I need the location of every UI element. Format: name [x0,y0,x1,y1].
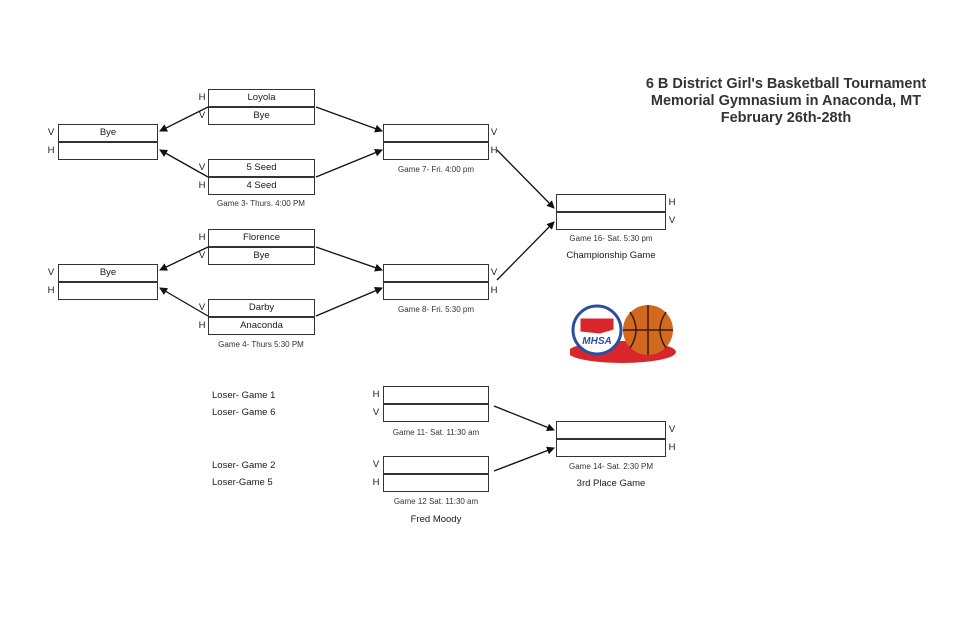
side-home-label: H [372,477,380,488]
side-visitor-label: V [47,267,55,278]
game-14-caption: Game 14- Sat. 2:30 PM [568,462,654,471]
title-line-2: Memorial Gymnasium in Anaconda, MT [650,93,922,109]
side-home-label: H [198,320,206,331]
team-slot-empty [556,421,666,439]
side-visitor-label: V [198,250,206,261]
connector-line [496,149,555,209]
side-visitor-label: V [372,459,380,470]
team-slot-empty [383,264,489,282]
team-slot-empty [556,194,666,212]
team-slot-anaconda: Anaconda [208,317,315,335]
team-slot-empty [58,142,158,160]
team-slot-empty [383,142,489,160]
side-home-label: H [490,285,498,296]
side-visitor-label: V [668,215,676,226]
tournament-title: 6 B District Girl's Basketball Tournamen… [600,76,968,127]
connector-line [159,106,209,132]
connector-line [493,405,555,432]
side-visitor-label: V [47,127,55,138]
side-visitor-label: V [490,267,498,278]
side-visitor-label: V [198,110,206,121]
connector-line [159,149,209,178]
game-4-caption: Game 4- Thurs 5:30 PM [218,340,304,349]
side-home-label: H [372,389,380,400]
side-home-label: H [198,180,206,191]
team-slot-bye-2: Bye [208,107,315,125]
side-visitor-label: V [372,407,380,418]
game-12-caption: Game 12 Sat. 11:30 am [393,497,479,506]
loser-game-2-label: Loser- Game 2 [212,460,276,471]
team-slot-bye-4: Bye [208,247,315,265]
basketball-seams [623,305,673,355]
title-line-3: February 26th-28th [720,110,852,126]
game-16-caption: Game 16- Sat. 5:30 pm [569,234,653,243]
connector-line [159,287,209,317]
team-slot-empty [383,386,489,404]
team-slot-empty [556,212,666,230]
side-visitor-label: V [198,162,206,173]
team-slot-4-seed: 4 Seed [208,177,315,195]
connector-line [315,246,383,272]
team-slot-bye-3: Bye [58,264,158,282]
connector-line [315,106,383,133]
connector-line [493,446,555,472]
team-slot-empty [556,439,666,457]
game-11-caption: Game 11- Sat. 11:30 am [392,428,480,437]
logo-montana-shape [579,317,615,335]
loser-game-1-label: Loser- Game 1 [212,390,276,401]
side-visitor-label: V [198,302,206,313]
side-visitor-label: V [668,424,676,435]
side-home-label: H [47,285,55,296]
team-slot-empty [383,282,489,300]
fred-moody-label: Fred Moody [410,514,462,525]
title-line-1: 6 B District Girl's Basketball Tournamen… [645,76,927,92]
game-8-caption: Game 8- Fri. 5:30 pm [397,305,475,314]
team-slot-darby: Darby [208,299,315,317]
side-home-label: H [490,145,498,156]
connector-line [315,287,383,317]
side-home-label: H [198,92,206,103]
team-slot-loyola: Loyola [208,89,315,107]
side-home-label: H [198,232,206,243]
connector-line [496,221,555,281]
team-slot-florence: Florence [208,229,315,247]
side-home-label: H [47,145,55,156]
connector-line [159,246,209,271]
connector-line [315,148,383,178]
side-home-label: H [668,442,676,453]
team-slot-5-seed: 5 Seed [208,159,315,177]
team-slot-empty [383,404,489,422]
side-home-label: H [668,197,676,208]
side-visitor-label: V [490,127,498,138]
logo-mhsa-text: MHSA [582,336,611,347]
team-slot-bye-1: Bye [58,124,158,142]
team-slot-empty [383,456,489,474]
third-place-label: 3rd Place Game [576,478,646,489]
team-slot-empty [383,474,489,492]
game-3-caption: Game 3- Thurs. 4:00 PM [217,199,305,208]
team-slot-empty [58,282,158,300]
championship-label: Championship Game [566,250,656,261]
team-slot-empty [383,124,489,142]
mhsa-basketball-logo: MHSA [570,304,676,363]
loser-game-5-label: Loser-Game 5 [212,477,273,488]
game-7-caption: Game 7- Fri. 4:00 pm [397,165,475,174]
loser-game-6-label: Loser- Game 6 [212,407,276,418]
